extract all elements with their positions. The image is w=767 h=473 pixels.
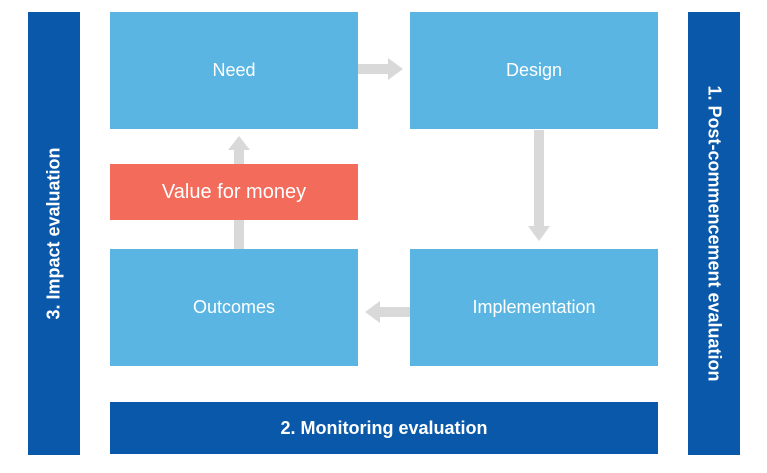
impact-evaluation-band: 3. Impact evaluation [28,12,80,455]
stage-implementation: Implementation [410,249,658,366]
stage-outcomes: Outcomes [110,249,358,366]
arrow-implementation-to-outcomes [365,301,410,323]
stage-need: Need [110,12,358,129]
arrow-design-to-implementation [528,130,550,241]
monitoring-evaluation-label: 2. Monitoring evaluation [280,417,488,438]
monitoring-evaluation-band: 2. Monitoring evaluation [110,402,658,454]
value-for-money-box: Value for money [110,164,358,220]
value-for-money-label: Value for money [161,180,307,203]
stage-need-label: Need [212,60,256,80]
arrow-need-to-design [358,58,403,80]
stage-implementation-label: Implementation [472,297,596,317]
post-commencement-evaluation-band: 1. Post-commencement evaluation [688,12,740,455]
stage-design-label: Design [505,60,563,80]
stage-design: Design [410,12,658,129]
stage-outcomes-label: Outcomes [192,297,276,317]
